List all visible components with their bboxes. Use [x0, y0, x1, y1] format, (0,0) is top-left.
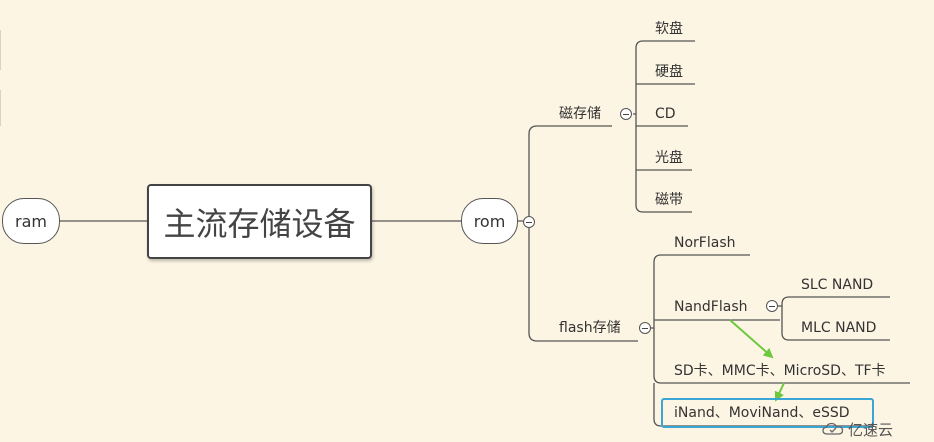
watermark: 亿速云 [822, 418, 893, 440]
arrow-nand-to-cards [729, 319, 774, 359]
node-memory-cards[interactable]: SD卡、MMC卡、MicroSD、TF卡 [674, 363, 886, 379]
edge-tick [0, 90, 1, 126]
node-central-topic[interactable]: 主流存储设备 [147, 184, 372, 259]
arrow-cards-to-embedded [774, 382, 785, 402]
node-hard-disk[interactable]: 硬盘 [655, 64, 683, 80]
node-magnetic-storage[interactable]: 磁存储 [559, 106, 601, 122]
node-optical-disc[interactable]: 光盘 [655, 150, 683, 166]
node-norflash[interactable]: NorFlash [674, 235, 736, 251]
connector-flash-children [651, 254, 750, 329]
node-cd[interactable]: CD [655, 106, 676, 122]
connector-rom-magnetic [518, 125, 612, 222]
node-tape[interactable]: 磁带 [655, 192, 683, 208]
node-flash-storage[interactable]: flash存储 [559, 320, 621, 336]
node-mlc-nand[interactable]: MLC NAND [801, 320, 877, 336]
node-slc-nand[interactable]: SLC NAND [801, 277, 874, 293]
watermark-text: 亿速云 [848, 420, 894, 439]
collapse-toggle-rom[interactable] [523, 216, 535, 228]
collapse-toggle-magnetic[interactable] [620, 108, 632, 120]
node-ram[interactable]: ram [2, 198, 60, 244]
connector-magnetic-children [633, 40, 695, 115]
cloud-logo-icon [822, 422, 844, 435]
selected-node-highlight[interactable] [661, 398, 874, 428]
node-nandflash[interactable]: NandFlash [674, 299, 748, 315]
edge-tick [0, 30, 1, 70]
node-embedded-storage[interactable]: iNand、MoviNand、eSSD [674, 405, 850, 421]
connector-nand-children [777, 296, 890, 307]
node-rom[interactable]: rom [461, 198, 518, 244]
node-rom-label: rom [473, 211, 506, 231]
collapse-toggle-flash[interactable] [639, 322, 651, 334]
central-topic-label: 主流存储设备 [163, 204, 356, 243]
collapse-toggle-nandflash[interactable] [766, 300, 778, 312]
connector-rom-flash [528, 221, 638, 342]
node-floppy[interactable]: 软盘 [655, 21, 683, 37]
node-ram-label: ram [15, 211, 47, 231]
